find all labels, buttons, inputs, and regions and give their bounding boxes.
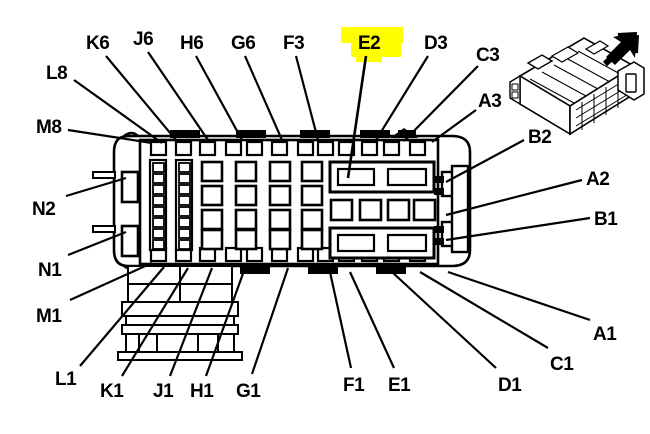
pin-label-m8[interactable]: M8	[36, 117, 62, 138]
pin-label-l8[interactable]: L8	[46, 63, 68, 84]
pin-label-l1[interactable]: L1	[55, 369, 77, 390]
leader-line-h6	[195, 55, 243, 141]
pin-label-g1[interactable]: G1	[236, 381, 261, 402]
leader-line-j1	[168, 267, 214, 377]
pin-label-e2[interactable]: E2	[358, 33, 381, 54]
pin-label-c1[interactable]: C1	[550, 354, 574, 375]
pin-label-k6[interactable]: K6	[86, 33, 110, 54]
leader-line-a1	[447, 270, 591, 322]
right-latch-features	[434, 164, 470, 254]
pin-label-m1[interactable]: M1	[36, 306, 62, 327]
leader-line-e1	[349, 271, 395, 369]
pin-label-g6[interactable]: G6	[231, 33, 256, 54]
leader-line-m8	[67, 128, 153, 145]
leader-line-l1	[79, 266, 165, 367]
leader-line-k6	[105, 55, 177, 141]
narrow-cavity-columns	[148, 158, 194, 252]
pin-label-j1[interactable]: J1	[153, 381, 174, 402]
leader-line-g1	[250, 267, 290, 375]
large-cavity-blocks	[328, 160, 437, 260]
orientation-arrow-icon	[602, 32, 639, 67]
leader-line-f1	[328, 271, 353, 369]
connector-3d-thumbnail	[509, 37, 645, 136]
pin-label-f1[interactable]: F1	[343, 375, 365, 396]
pin-label-b2[interactable]: B2	[528, 127, 552, 148]
leader-line-c3	[403, 65, 479, 142]
pin-label-c3[interactable]: C3	[476, 45, 500, 66]
leader-line-k1	[121, 267, 189, 377]
pin-label-a3[interactable]: A3	[478, 91, 502, 112]
pin-label-h6[interactable]: H6	[180, 33, 204, 54]
leader-line-f3	[294, 55, 320, 141]
pin-label-j6[interactable]: J6	[133, 29, 154, 50]
leader-line-a3	[431, 109, 477, 143]
leader-line-n2	[65, 176, 127, 198]
pin-label-b1[interactable]: B1	[594, 209, 618, 230]
leader-line-b1	[445, 216, 591, 242]
leader-line-m1	[69, 261, 153, 302]
pin-label-d1[interactable]: D1	[498, 375, 522, 396]
bottom-keying-bars	[240, 266, 406, 274]
leader-line-h1	[204, 267, 247, 377]
pin-label-d3[interactable]: D3	[424, 33, 448, 54]
pin-label-k1[interactable]: K1	[100, 381, 124, 402]
pin-label-n2[interactable]: N2	[32, 199, 56, 220]
highlight-mark-e2-upper	[341, 27, 403, 43]
leader-line-n1	[67, 230, 127, 257]
leader-line-e2	[346, 55, 368, 179]
pin-label-n1[interactable]: N1	[38, 260, 62, 281]
leader-line-d1	[391, 271, 497, 369]
leader-lines	[65, 51, 591, 377]
leader-line-l8	[73, 79, 163, 144]
leader-line-g6	[243, 55, 284, 141]
pin-label-a2[interactable]: A2	[586, 169, 610, 190]
pin-label-h1[interactable]: H1	[190, 381, 214, 402]
leader-line-d3	[375, 55, 429, 141]
leader-line-c1	[419, 271, 549, 349]
top-keying-bars	[170, 128, 418, 138]
pin-label-f3[interactable]: F3	[283, 33, 305, 54]
highlight-mark-e2-tail	[356, 55, 382, 62]
leader-line-a2	[445, 178, 583, 217]
highlight-mark-e2-lower	[351, 41, 401, 57]
leader-line-j6	[147, 51, 209, 141]
pin-label-a1[interactable]: A1	[593, 324, 617, 345]
leader-line-b2	[445, 139, 525, 183]
pin-label-e1[interactable]: E1	[388, 375, 411, 396]
